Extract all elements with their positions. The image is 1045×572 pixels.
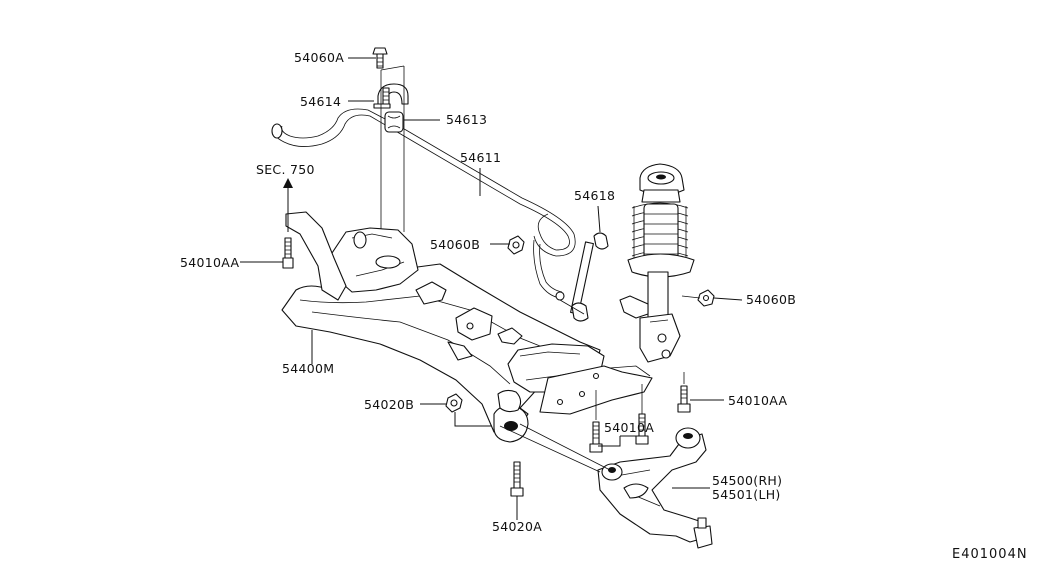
nut-54060B-right [697, 289, 715, 307]
nut-54060B-center [507, 235, 525, 255]
callout-54020A: 54020A [492, 519, 542, 534]
bolt-54010AA-right [677, 385, 691, 413]
callout-54010A: 54010A [604, 420, 654, 435]
bolt-54010AA-left [282, 212, 294, 269]
callout-54611: 54611 [460, 150, 501, 165]
callout-54613: 54613 [446, 112, 487, 127]
lower-control-arm [597, 427, 713, 549]
callout-54060B-center: 54060B [430, 237, 480, 252]
bolt-54020A [510, 461, 524, 497]
callout-54618: 54618 [574, 188, 615, 203]
callout-54500RH: 54500(RH) [712, 473, 782, 488]
callout-54614: 54614 [300, 94, 341, 109]
callout-54010AA-left: 54010AA [180, 255, 239, 270]
sec-750-arrow [283, 178, 293, 212]
callout-54400M: 54400M [282, 361, 334, 376]
leader-lines [240, 57, 743, 520]
figure-code: E401004N [952, 547, 1028, 562]
bushing-clamp-assembly [372, 47, 409, 133]
callout-54060B-right: 54060B [746, 292, 796, 307]
callout-54010AA-right: 54010AA [728, 393, 787, 408]
callout-54020B: 54020B [364, 397, 414, 412]
callout-sec-750: SEC. 750 [256, 162, 315, 177]
strut-assembly [619, 163, 695, 363]
nut-54020B [445, 393, 463, 413]
callout-54060A: 54060A [294, 50, 344, 65]
bolts-54010A [589, 413, 649, 453]
stabilizer-link [555, 232, 609, 322]
callout-54501LH: 54501(LH) [712, 487, 781, 502]
